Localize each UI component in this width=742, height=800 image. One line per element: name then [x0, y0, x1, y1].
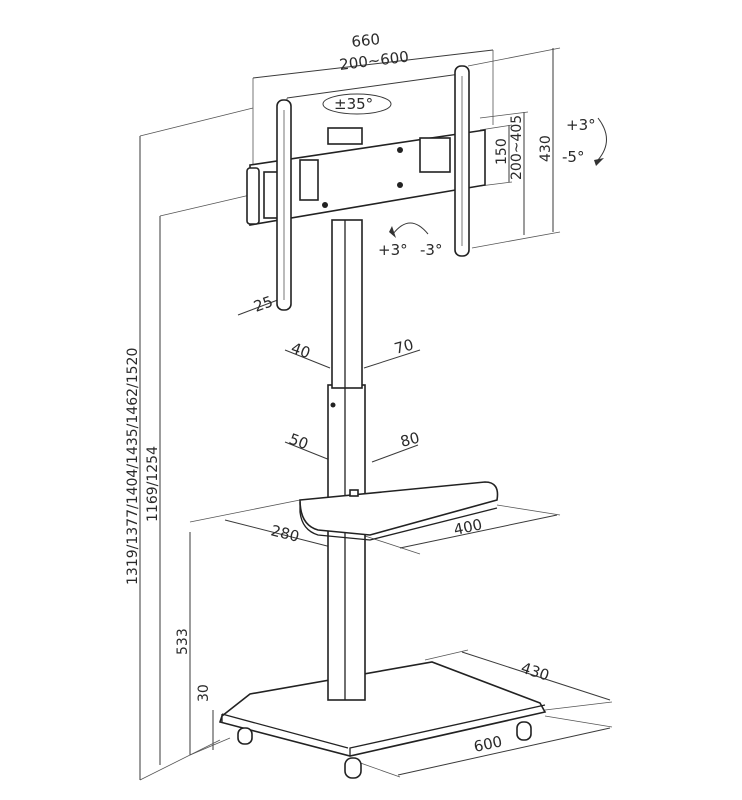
dim-base-width: 600 [472, 732, 504, 756]
dim-level-minus: -3° [420, 241, 442, 259]
dim-bracket-height: 430 [538, 135, 554, 162]
dim-base-depth: 430 [519, 659, 552, 685]
dimension-lines [139, 47, 613, 781]
dim-tilt-up: +3° [566, 116, 596, 134]
tilt-arrow-icon [597, 117, 607, 161]
dim-bracket-depth: 25 [251, 292, 275, 315]
vesa-bracket [246, 65, 486, 311]
dim-shelf-width: 400 [452, 515, 484, 539]
dim-level-plus: +3° [378, 241, 408, 259]
rotation-arrows [322, 93, 607, 238]
dim-column-depth-lower: 50 [287, 430, 311, 453]
dim-shelf-depth: 280 [269, 521, 301, 545]
dim-shelf-height: 533 [175, 628, 191, 655]
column [327, 219, 366, 701]
dim-column-depth-top: 40 [289, 339, 313, 362]
dim-height-options-center: 1169/1254 [145, 446, 161, 522]
level-arrow-icon [392, 222, 429, 235]
dim-overall-width: 660 [351, 30, 381, 51]
dim-vesa-height: 200~405 [509, 115, 525, 180]
dim-vesa-small: 150 [494, 138, 510, 165]
glass-shelf [299, 481, 499, 541]
dim-height-options-top: 1319/1377/1404/1435/1462/1520 [125, 348, 141, 585]
caster-wheels [237, 721, 532, 779]
dim-column-width-top: 70 [392, 336, 415, 358]
dim-base-height: 30 [196, 684, 212, 702]
dim-vesa-width: 200~600 [338, 48, 410, 74]
dim-swivel: ±35° [334, 95, 373, 113]
dim-column-width-lower: 80 [398, 429, 421, 451]
dim-tilt-down: -5° [562, 148, 584, 166]
